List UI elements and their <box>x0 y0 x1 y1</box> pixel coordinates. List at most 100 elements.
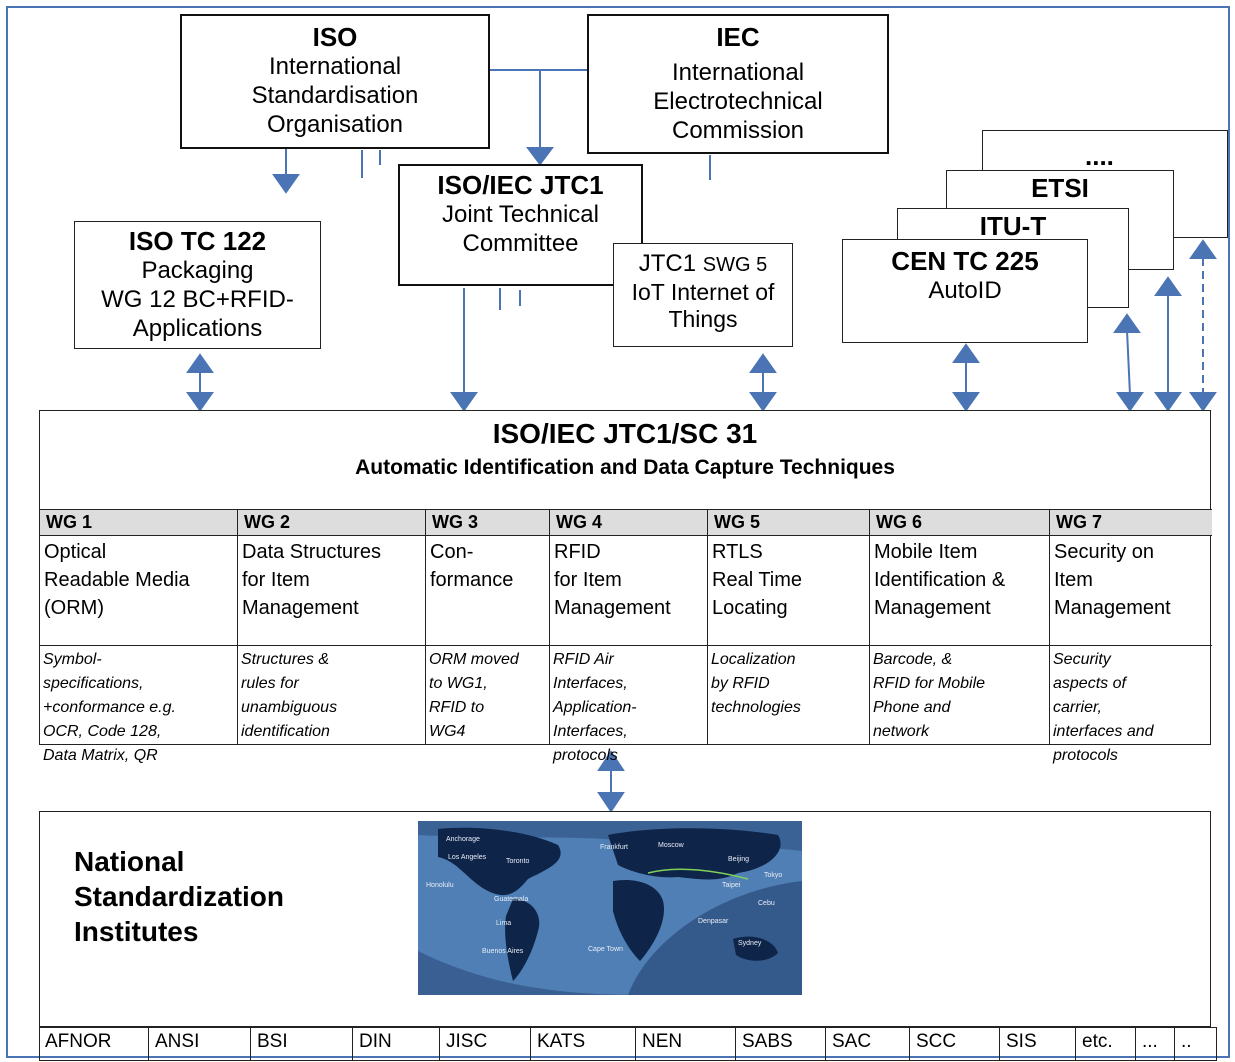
institute-cell: SAC <box>826 1027 910 1061</box>
tc122-line-3: Applications <box>132 314 263 342</box>
institute-cell: BSI <box>251 1027 353 1061</box>
wg-header: WG 2 <box>238 509 425 536</box>
etsi-title: ETSI <box>1031 173 1089 203</box>
wg-description-line: identification <box>241 723 330 740</box>
wg-header: WG 3 <box>426 509 549 536</box>
cen-sub: AutoID <box>928 277 1002 305</box>
map-label-7: Honolulu <box>426 882 454 889</box>
swg5-box: JTC1 SWG 5 IoT Internet of Things <box>613 243 793 347</box>
wg-header: WG 4 <box>550 509 707 536</box>
map-label-6: Tokyo <box>764 872 782 879</box>
wg-name-line: Item <box>1054 569 1093 591</box>
wg-name-line: (ORM) <box>44 597 104 619</box>
wg-name-line: formance <box>430 569 514 591</box>
wg-name-line: RFID <box>554 541 601 563</box>
map-label-8: Guatemala <box>494 896 528 903</box>
wg-description-line: RFID Air <box>553 651 614 668</box>
wg-name-line: Identification & <box>874 569 1006 591</box>
wg-name-line: Management <box>1054 597 1171 619</box>
cen-title: CEN TC 225 <box>891 246 1039 276</box>
wg-name: Con-formance <box>426 536 549 646</box>
tc122-line-2: WG 12 BC+RFID- <box>101 285 294 313</box>
wg-name-line: Optical <box>44 541 107 563</box>
wg-name-line: Locating <box>712 597 788 619</box>
wg-description-line: protocols <box>553 747 618 764</box>
institute-cell: ... <box>1136 1027 1175 1061</box>
sc31-title: ISO/IEC JTC1/SC 31 <box>492 418 758 449</box>
wg-header: WG 5 <box>708 509 869 536</box>
wg-description-line: rules for <box>241 675 299 692</box>
sc31-arrow-head <box>450 392 478 412</box>
wg-name-line: Security on <box>1054 541 1155 563</box>
tc122-title: ISO TC 122 <box>128 226 267 256</box>
institute-cell: KATS <box>531 1027 636 1061</box>
map-label-12: Denpasar <box>698 918 729 925</box>
wg-description-line: Interfaces, <box>553 723 628 740</box>
wg-name-line: Management <box>874 597 991 619</box>
institute-cell: DIN <box>353 1027 440 1061</box>
wg-description-line: technologies <box>711 699 801 716</box>
tc122-line-1: Packaging <box>141 257 254 285</box>
jtc1-arrow-head <box>526 147 554 166</box>
wg-header: WG 7 <box>1050 509 1212 536</box>
wg-description-line: network <box>873 723 930 740</box>
wg-name-line: Readable Media <box>44 569 190 591</box>
sc31-box: ISO/IEC JTC1/SC 31 Automatic Identificat… <box>39 410 1212 764</box>
wg-description: Symbol-specifications,+conformance e.g.O… <box>40 646 237 772</box>
wg-description-line: to WG1, <box>429 675 488 692</box>
wg-description-line: ORM moved <box>429 651 519 668</box>
wg-description-line: carrier, <box>1053 699 1102 716</box>
iec-line-2: Electrotechnical <box>653 87 823 115</box>
wg-header: WG 6 <box>870 509 1049 536</box>
iso-title: ISO <box>312 22 358 52</box>
iso-box: ISO International Standardisation Organi… <box>180 14 490 149</box>
wg-name-line: Con- <box>430 541 474 563</box>
iec-title: IEC <box>716 22 760 52</box>
wg-name-line: RTLS <box>712 541 763 563</box>
world-map-image: Anchorage Los Angeles Toronto Frankfurt … <box>418 821 802 995</box>
institute-cell: NEN <box>636 1027 736 1061</box>
swg5-title-a: JTC1 <box>638 250 697 277</box>
wg-description-line: Application- <box>553 699 637 716</box>
jtc1-line-1: Joint Technical <box>442 201 599 229</box>
map-label-2: Toronto <box>506 858 529 865</box>
swg5-line-2: Things <box>668 306 738 333</box>
sc31-subtitle: Automatic Identification and Data Captur… <box>355 455 895 479</box>
jtc1-title: ISO/IEC JTC1 <box>437 170 604 200</box>
itu-title: ITU-T <box>979 211 1047 241</box>
institute-cell: .. <box>1175 1027 1217 1061</box>
wg-description-line: interfaces and <box>1053 723 1154 740</box>
cen-box: CEN TC 225 AutoID <box>842 239 1088 343</box>
map-label-11: Lima <box>496 920 511 927</box>
wg-name-line: Mobile Item <box>874 541 978 563</box>
map-label-13: Buenos Aires <box>482 948 524 955</box>
institute-cell: etc. <box>1076 1027 1136 1061</box>
tc122-arrow-head <box>272 174 300 194</box>
wg-description-line: Phone and <box>873 699 951 716</box>
map-label-14: Cape Town <box>588 946 623 953</box>
institute-cell: ANSI <box>149 1027 251 1061</box>
wg-description-line: +conformance e.g. <box>43 699 176 716</box>
wg-description-line: aspects of <box>1053 675 1126 692</box>
wg-description-line: WG4 <box>429 723 466 740</box>
institute-cell: SCC <box>910 1027 1000 1061</box>
wg-description-line: OCR, Code 128, <box>43 723 162 740</box>
jtc1-line-2: Committee <box>462 229 579 257</box>
